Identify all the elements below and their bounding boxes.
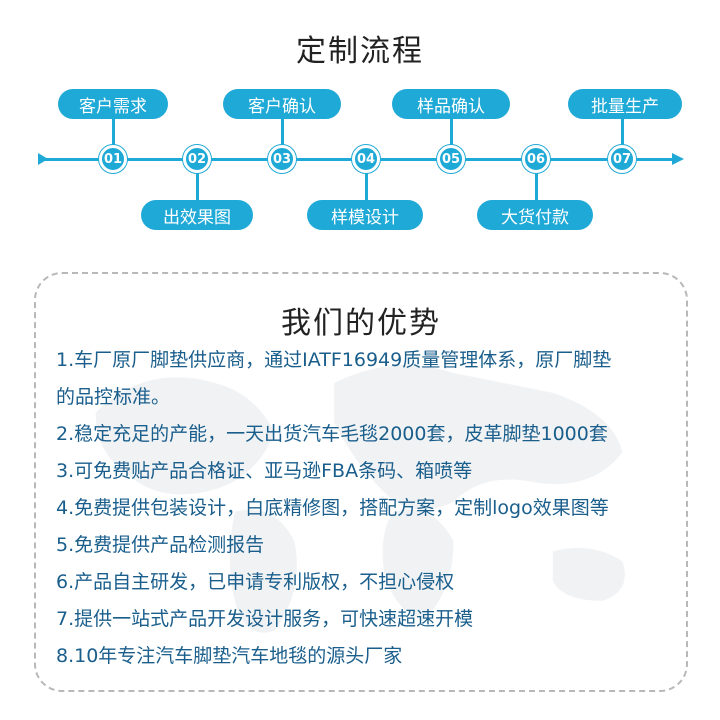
list-item: 4.免费提供包装设计，白底精修图，搭配方案，定制logo效果图等 (56, 497, 609, 519)
step-number-badge: 05 (437, 145, 465, 173)
step-number-badge: 02 (183, 145, 211, 173)
step-label-sample-confirm: 样品确认 (392, 89, 510, 119)
step-label-effect-drawing: 出效果图 (141, 200, 253, 230)
step-label-mold-design: 样模设计 (307, 200, 423, 230)
step-connector (450, 112, 453, 152)
list-item: 的品控标准。 (56, 386, 171, 408)
step-label-customer-demand: 客户需求 (58, 89, 168, 119)
step-number-badge: 07 (608, 145, 636, 173)
timeline-start-arrow-icon (38, 153, 48, 165)
timeline-end-arrow-icon (672, 153, 684, 165)
world-map-icon (95, 365, 625, 633)
list-item: 2.稳定充足的产能，一天出货汽车毛毯2000套，皮革脚垫1000套 (56, 423, 608, 445)
step-label-bulk-payment: 大货付款 (477, 200, 593, 230)
step-connector (621, 112, 624, 152)
step-number-badge: 06 (522, 145, 550, 173)
list-item: 1.车厂原厂脚垫供应商，通过IATF16949质量管理体系，原厂脚垫 (56, 349, 612, 371)
step-label-mass-production: 批量生产 (568, 89, 682, 119)
advantages-list: 1.车厂原厂脚垫供应商，通过IATF16949质量管理体系，原厂脚垫 的品控标准… (56, 342, 676, 675)
list-item: 7.提供一站式产品开发设计服务，可快速超速开模 (56, 608, 474, 630)
step-number-badge: 01 (99, 145, 127, 173)
list-item: 6.产品自主研发，已申请专利版权，不担心侵权 (56, 571, 455, 593)
list-item: 5.免费提供产品检测报告 (56, 534, 265, 556)
advantages-title: 我们的优势 (281, 306, 441, 341)
list-item: 3.可免费贴产品合格证、亚马逊FBA条码、箱喷等 (56, 460, 473, 482)
step-number-badge: 04 (352, 145, 380, 173)
step-connector (112, 112, 115, 152)
step-connector (281, 112, 284, 152)
process-title: 定制流程 (296, 34, 424, 69)
step-label-customer-confirm: 客户确认 (223, 89, 341, 119)
step-connector (535, 166, 538, 206)
list-item: 8.10年专注汽车脚垫汽车地毯的源头厂家 (56, 645, 403, 667)
advantages-panel (34, 272, 688, 692)
step-connector (196, 166, 199, 206)
step-number-badge: 03 (268, 145, 296, 173)
step-connector (365, 166, 368, 206)
